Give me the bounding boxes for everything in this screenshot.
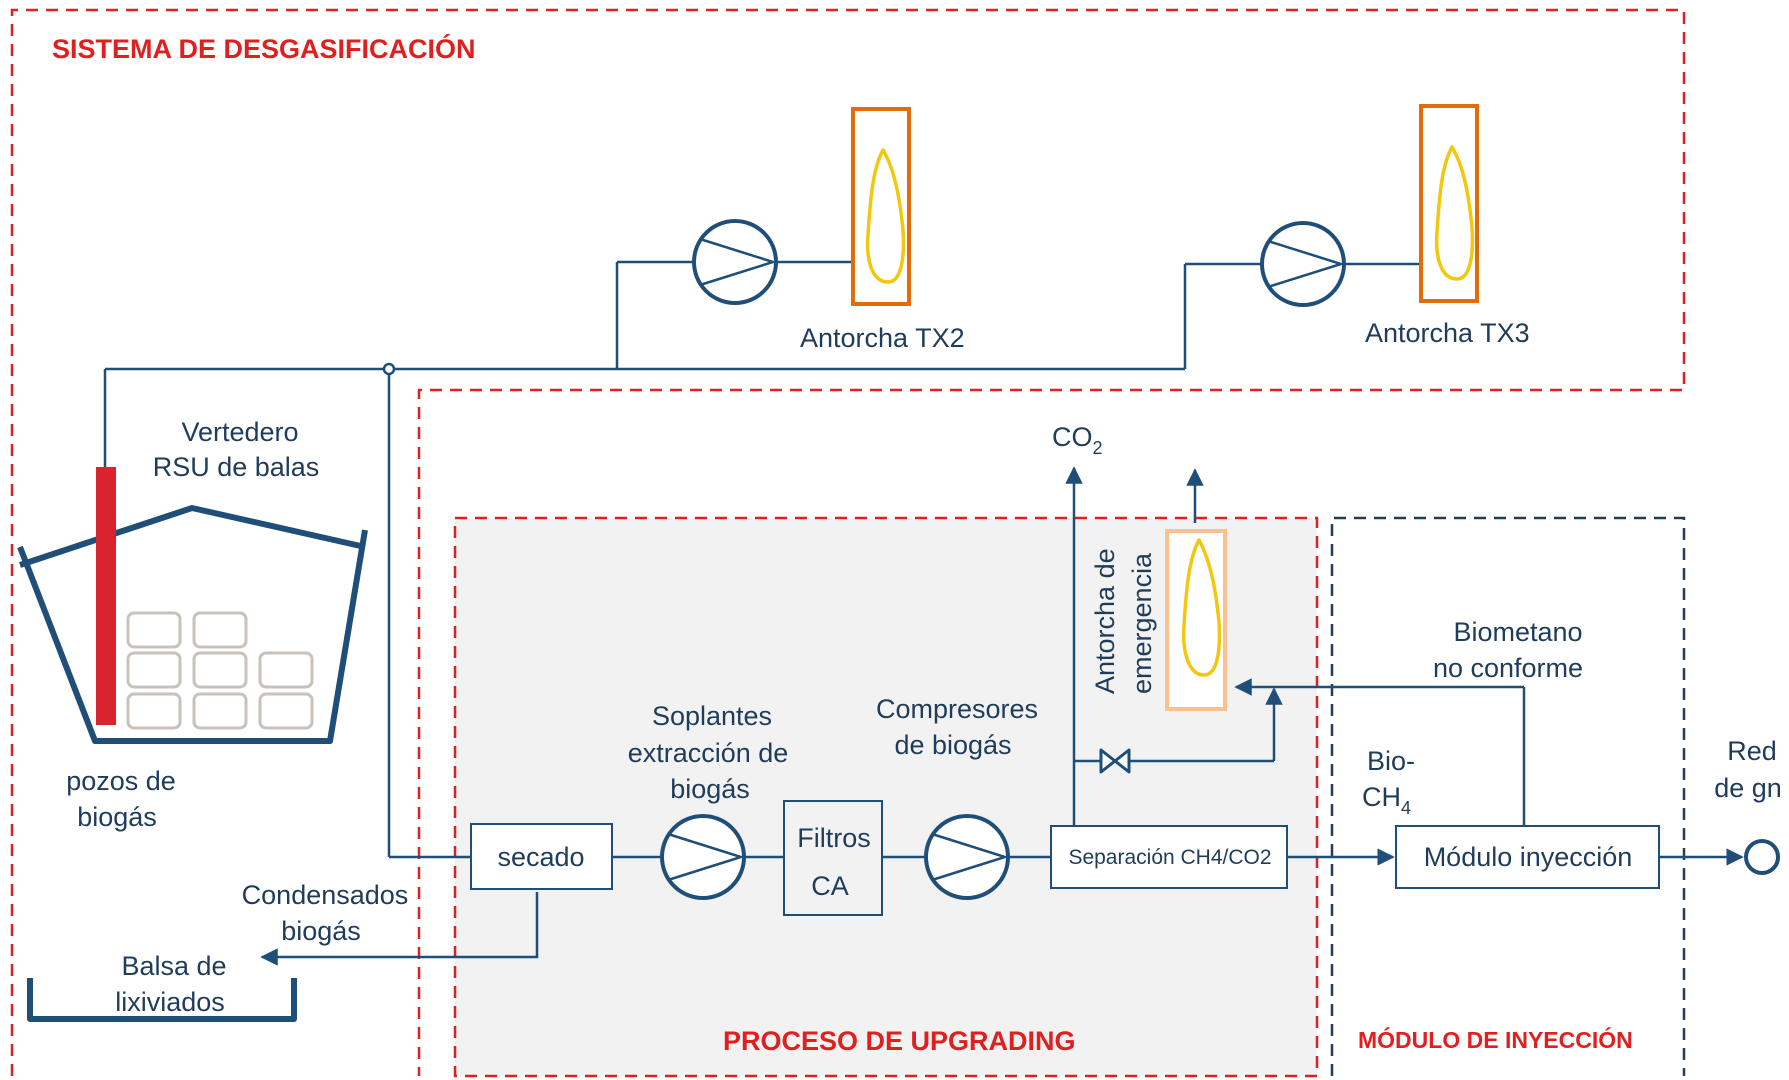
valve-icon bbox=[1099, 748, 1131, 774]
flare-tx2 bbox=[851, 107, 911, 306]
separation-box bbox=[1050, 825, 1288, 889]
landfill-label-1: Vertedero bbox=[181, 417, 298, 447]
pond-label-2: lixiviados bbox=[115, 987, 225, 1017]
tx2-branch bbox=[615, 260, 853, 369]
injection-section-border bbox=[1330, 516, 1686, 1076]
emergency-flare-label-2: emergencia bbox=[1127, 552, 1157, 694]
bale-icon bbox=[126, 611, 314, 730]
flare-emergency bbox=[1165, 529, 1227, 711]
wells-label-1: pozos de bbox=[66, 766, 176, 796]
tx3-blower-pump-icon bbox=[1260, 221, 1346, 307]
grid-connection-icon bbox=[1744, 839, 1780, 875]
pipe-junction bbox=[382, 362, 396, 376]
pond-label-1: Balsa de bbox=[121, 951, 226, 981]
blowers-label-3: biogás bbox=[670, 774, 750, 804]
biomethane-label-1: Biometano bbox=[1453, 617, 1582, 647]
blower-pump-icon bbox=[660, 814, 746, 900]
upgrading-title: PROCESO DE UPGRADING bbox=[723, 1026, 1076, 1056]
gas-header-pipe bbox=[103, 362, 1185, 859]
blowers-label-1: Soplantes bbox=[652, 701, 772, 731]
condensate-label-2: biogás bbox=[281, 916, 361, 946]
injection-title: MÓDULO DE INYECCIÓN bbox=[1358, 1026, 1633, 1053]
emergency-flare-pipe bbox=[1074, 678, 1526, 826]
tx2-blower-pump-icon bbox=[692, 219, 778, 305]
flare-tx3-label: Antorcha TX3 bbox=[1365, 318, 1530, 348]
injection-module-label: Módulo inyección bbox=[1424, 842, 1633, 872]
wells-label-2: biogás bbox=[77, 802, 157, 832]
landfill-cell bbox=[17, 467, 368, 744]
grid-label-2: de gn bbox=[1714, 773, 1782, 803]
blowers-label-2: extracción de bbox=[628, 738, 789, 768]
landfill-label-2: RSU de balas bbox=[153, 452, 320, 482]
filters-label-2: CA bbox=[811, 871, 849, 901]
bio-ch4-label-1: Bio- bbox=[1367, 746, 1415, 776]
emergency-flare-label-1: Antorcha de bbox=[1090, 548, 1120, 694]
upgrading-section-border bbox=[453, 516, 1319, 1078]
tx3-branch bbox=[1183, 262, 1421, 369]
injection-module-box bbox=[1395, 825, 1660, 889]
flame-icon bbox=[1434, 145, 1475, 281]
condensate-pipe bbox=[260, 892, 539, 966]
filters-label-1: Filtros bbox=[797, 823, 871, 853]
carbon-filters-box bbox=[783, 800, 883, 916]
co2-label: CO2 bbox=[1052, 422, 1103, 458]
flare-tx3 bbox=[1419, 104, 1479, 303]
condensate-label-1: Condensados bbox=[242, 880, 409, 910]
leachate-pond bbox=[27, 978, 297, 1022]
flame-icon bbox=[865, 148, 906, 284]
gas-well bbox=[96, 467, 116, 725]
drying-box bbox=[470, 823, 613, 890]
compressors-label-2: de biogás bbox=[894, 730, 1011, 760]
biomethane-label-2: no conforme bbox=[1433, 653, 1583, 683]
degassing-section-border bbox=[10, 8, 1686, 1076]
separation-label: Separación CH4/CO2 bbox=[1068, 846, 1271, 869]
bio-ch4-label-2: CH4 bbox=[1362, 782, 1411, 818]
compressor-pump-icon bbox=[924, 814, 1010, 900]
flare-tx2-label: Antorcha TX2 bbox=[800, 323, 965, 353]
degassing-title: SISTEMA DE DESGASIFICACIÓN bbox=[52, 33, 476, 64]
compressors-label-1: Compresores bbox=[876, 694, 1038, 724]
drying-label: secado bbox=[497, 842, 584, 872]
grid-label-1: Red bbox=[1727, 736, 1777, 766]
flame-icon bbox=[1181, 538, 1222, 677]
